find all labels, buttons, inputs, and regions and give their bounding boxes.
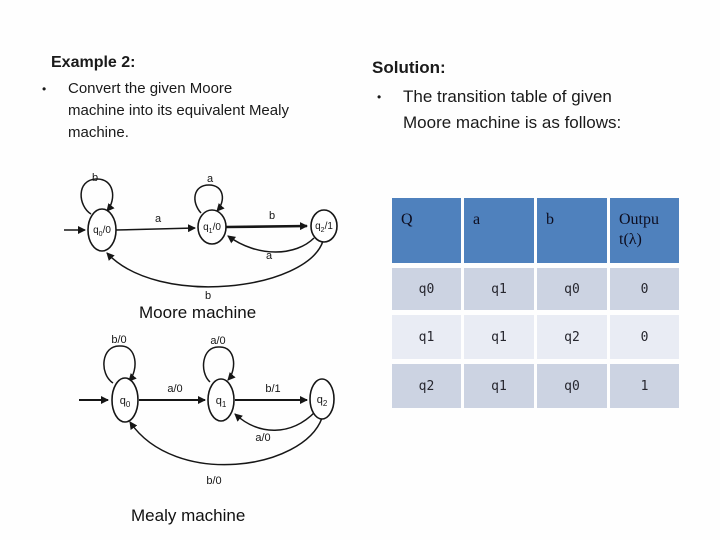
table-cell: q1 — [464, 315, 534, 359]
moore-state-q2-label: q2/1 — [315, 221, 333, 234]
transition-table: Q a b Outpu t(λ) q0 q1 q0 0 q1 q1 q2 0 q… — [392, 198, 679, 408]
moore-state-q1-label: q1/0 — [203, 222, 221, 235]
moore-self-loop-q0-label: b — [92, 172, 98, 184]
mealy-edge-q2-q0-label: b/0 — [206, 475, 221, 487]
table-cell: q2 — [537, 315, 607, 359]
moore-edge-q2-q0 — [106, 240, 324, 288]
table-cell: q2 — [392, 364, 461, 408]
mealy-machine-caption: Mealy machine — [131, 506, 246, 525]
moore-state-q2 — [310, 209, 338, 243]
solution-heading: Solution: — [372, 58, 446, 77]
moore-self-loop-q1-label: a — [207, 173, 214, 185]
example-heading: Example 2: — [51, 54, 136, 71]
bullet-icon: • — [42, 82, 47, 96]
table-cell: 1 — [610, 364, 679, 408]
table-cell: q1 — [392, 315, 461, 359]
moore-self-loop-q1 — [194, 184, 225, 214]
solution-bullet-item: • The transition table of given Moore ma… — [377, 84, 645, 136]
table-cell: q0 — [392, 268, 461, 310]
table-cell: q1 — [464, 364, 534, 408]
moore-self-loop-q0 — [80, 178, 115, 215]
table-cell: q0 — [537, 268, 607, 310]
table-cell: q0 — [537, 364, 607, 408]
example-bullet-text: Convert the given Moore machine into its… — [68, 80, 289, 141]
moore-state-q1 — [197, 209, 227, 245]
moore-edge-q2-q1-label: a — [266, 250, 273, 262]
mealy-edge-q2-q1-label: a/0 — [255, 432, 270, 444]
example-bullet-item: • Convert the given Moore machine into i… — [42, 78, 290, 144]
moore-machine-diagram: b a a b a b q0/0 q1/0 q2/1 — [64, 172, 338, 302]
mealy-edge-q2-q0 — [129, 417, 323, 466]
mealy-self-loop-q0 — [103, 345, 137, 384]
moore-edge-q0-q1-label: a — [155, 213, 162, 225]
moore-edge-q1-q2-label: b — [269, 210, 275, 222]
table-cell: q1 — [464, 268, 534, 310]
mealy-edge-q0-q1-label: a/0 — [167, 383, 182, 395]
table-cell: 0 — [610, 315, 679, 359]
moore-machine-caption: Moore machine — [139, 303, 257, 322]
table-header-a: a — [464, 198, 534, 263]
mealy-state-q0-label: q0 — [120, 395, 131, 409]
mealy-state-q1 — [207, 378, 235, 422]
moore-edge-q1-q2 — [225, 222, 308, 231]
mealy-state-q2 — [309, 378, 335, 420]
moore-state-q0 — [87, 208, 117, 252]
table-cell: 0 — [610, 268, 679, 310]
mealy-edge-q1-q2-label: b/1 — [265, 383, 280, 395]
moore-edge-q0-q1 — [115, 224, 196, 233]
mealy-state-q0 — [111, 377, 139, 423]
mealy-state-q2-label: q2 — [317, 394, 328, 408]
bullet-icon: • — [377, 90, 382, 104]
moore-edge-q2-q1 — [227, 235, 315, 253]
mealy-self-loop-q0-label: b/0 — [111, 334, 126, 346]
table-header-output: Outpu t(λ) — [610, 198, 679, 263]
moore-edge-q2-q0-label: b — [205, 290, 211, 302]
mealy-self-loop-q1 — [202, 346, 236, 383]
table-header-b: b — [537, 198, 607, 263]
mealy-self-loop-q1-label: a/0 — [210, 335, 225, 347]
mealy-state-q1-label: q1 — [216, 395, 227, 409]
moore-state-q0-label: q0/0 — [93, 225, 111, 238]
solution-bullet-text: The transition table of given Moore mach… — [403, 87, 622, 132]
mealy-edge-q2-q1 — [234, 411, 316, 431]
mealy-machine-diagram: b/0 a/0 a/0 b/1 a/0 b/0 q0 q1 q2 — [79, 334, 335, 487]
table-header-q: Q — [392, 198, 461, 263]
